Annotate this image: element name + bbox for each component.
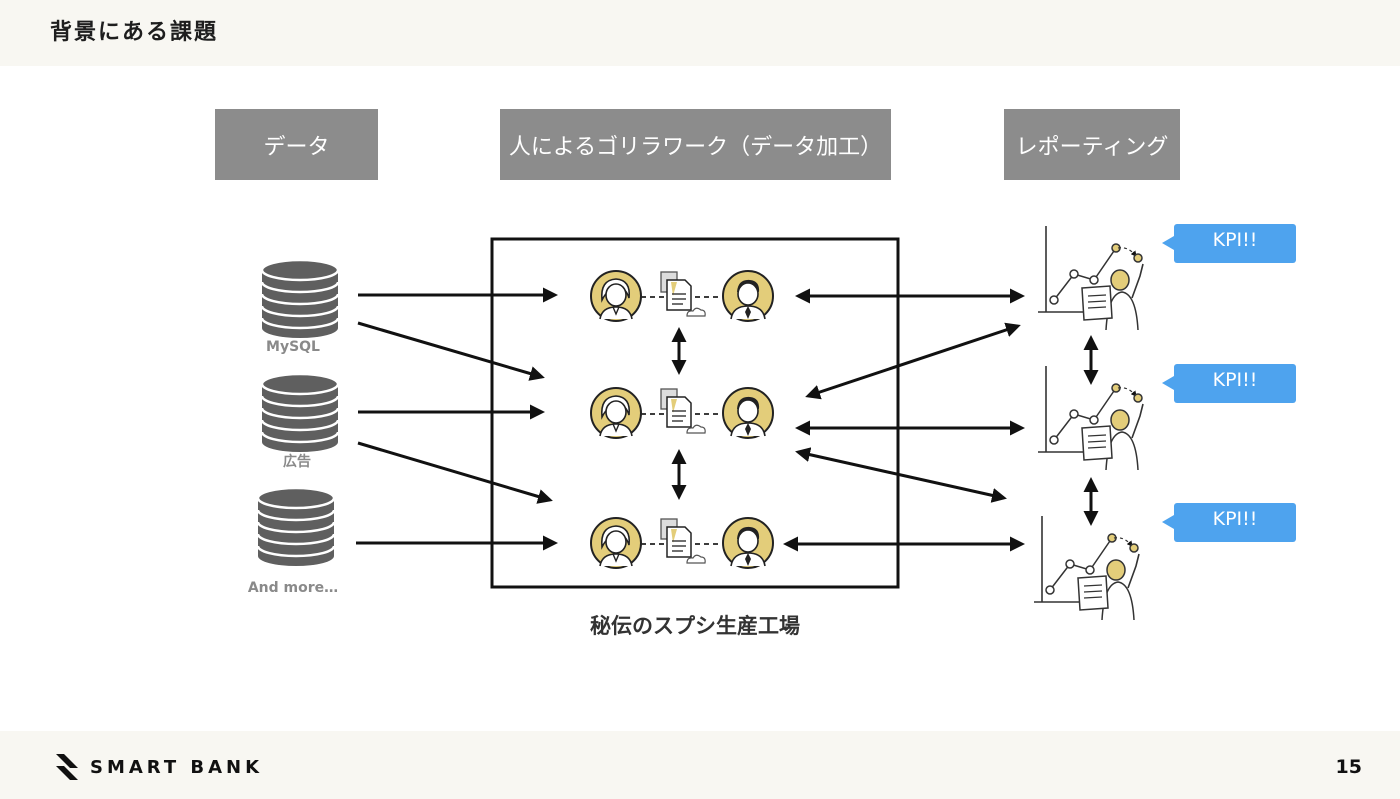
page-title: 背景にある課題: [50, 20, 219, 45]
presenter-chart-icon-3: [1034, 516, 1139, 620]
worker-row-2: [590, 387, 774, 439]
column-header-reporting: レポーティング: [1004, 109, 1180, 180]
factory-label: 秘伝のスプシ生産工場: [590, 614, 800, 638]
reporting-arrows: [783, 288, 1099, 552]
brand-logo: SMART BANK: [54, 752, 263, 782]
kpi-bubble-text: KPI!!: [1212, 508, 1258, 530]
column-header-processing: 人によるゴリラワーク（データ加工）: [500, 109, 891, 180]
smartbank-logo-icon: [56, 754, 78, 780]
database-icon-ads: [260, 372, 340, 454]
worker-row-3: [590, 517, 774, 569]
data-source-label-mysql: MySQL: [266, 339, 320, 355]
brand-name: SMART BANK: [90, 756, 264, 778]
presenter-chart-icon-1: [1038, 226, 1143, 330]
database-icon-mysql: [260, 258, 340, 340]
database-icon-more: [256, 486, 336, 568]
kpi-bubble-2: KPI!!: [1162, 364, 1296, 403]
kpi-bubble-text: KPI!!: [1212, 369, 1258, 391]
kpi-bubble-text: KPI!!: [1212, 229, 1258, 251]
header-bar: [0, 0, 1400, 66]
data-source-label-ads: 広告: [283, 454, 311, 470]
data-flow-arrows: [356, 287, 558, 551]
factory-frame: [490, 237, 900, 589]
data-source-label-more: And more…: [247, 580, 339, 596]
footer-bar: [0, 731, 1400, 799]
worker-row-1: [590, 270, 774, 322]
kpi-bubble-3: KPI!!: [1162, 503, 1296, 542]
bubble-tail: [1162, 515, 1174, 529]
bubble-tail: [1162, 236, 1174, 250]
column-header-data: データ: [215, 109, 378, 180]
bubble-tail: [1162, 376, 1174, 390]
page-number: 15: [1335, 756, 1362, 778]
kpi-bubble-1: KPI!!: [1162, 224, 1296, 263]
